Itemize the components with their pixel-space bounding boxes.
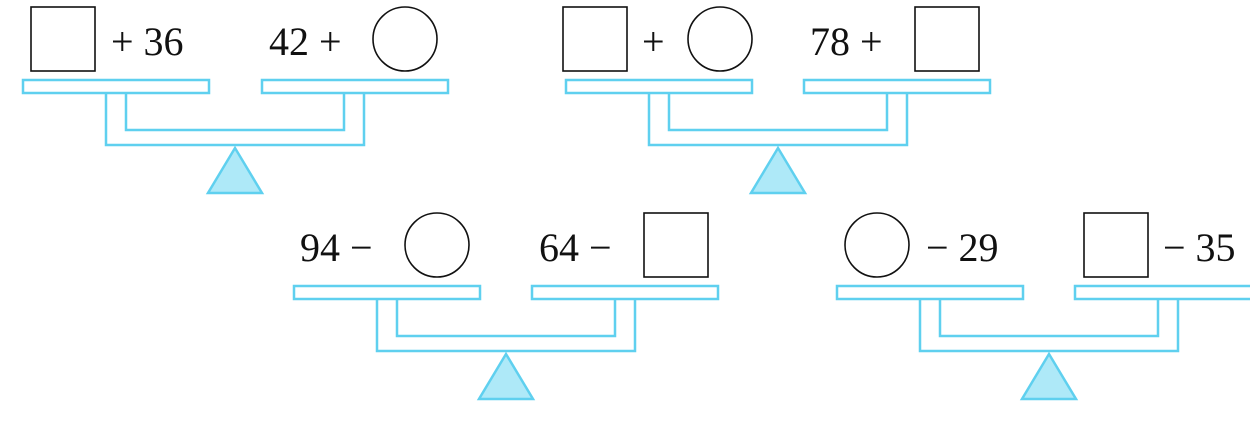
left-pan-text: − 29 — [926, 225, 999, 270]
scale-frame — [564, 78, 992, 147]
scale-beam — [104, 93, 366, 147]
balance-scale-3: 94 − 64 − — [292, 212, 720, 401]
fulcrum-triangle — [748, 145, 808, 195]
balance-scale-4: − 29 − 35 — [835, 212, 1250, 401]
right-pan-text: 78 + — [810, 19, 883, 64]
scale-frame — [21, 78, 450, 147]
fulcrum-triangle — [1019, 351, 1079, 401]
scale-frame — [835, 284, 1250, 353]
right-pan — [802, 78, 992, 95]
right-pan-text: 42 + — [269, 19, 342, 64]
balance-scale-1: + 36 42 + — [21, 6, 450, 195]
left-pan-text: 94 − — [300, 225, 373, 270]
left-pan-text: + 36 — [111, 19, 184, 64]
right-pan-square-shape — [914, 6, 980, 72]
left-pan — [21, 78, 211, 95]
left-pan-text: + — [642, 19, 665, 64]
fulcrum-triangle — [205, 145, 265, 195]
scale-beam — [375, 299, 637, 353]
right-pan — [260, 78, 450, 95]
scale-beam — [918, 299, 1180, 353]
left-pan-square-shape — [30, 6, 96, 72]
right-pan-circle-shape — [372, 6, 438, 72]
left-pan-circle-shape — [404, 212, 470, 278]
right-pan — [1073, 284, 1250, 301]
left-pan-circle-shape — [687, 6, 753, 72]
right-pan-square-shape — [643, 212, 709, 278]
right-pan-text: − 35 — [1163, 225, 1236, 270]
left-pan — [564, 78, 754, 95]
left-pan — [292, 284, 482, 301]
right-pan-square-shape — [1083, 212, 1149, 278]
left-pan-circle-shape — [844, 212, 910, 278]
scale-beam — [647, 93, 909, 147]
left-pan-square-shape — [562, 6, 628, 72]
fulcrum-triangle — [476, 351, 536, 401]
balance-scale-2: + 78 + — [562, 6, 992, 195]
scale-frame — [292, 284, 720, 353]
right-pan — [530, 284, 720, 301]
left-pan — [835, 284, 1025, 301]
right-pan-text: 64 − — [539, 225, 612, 270]
